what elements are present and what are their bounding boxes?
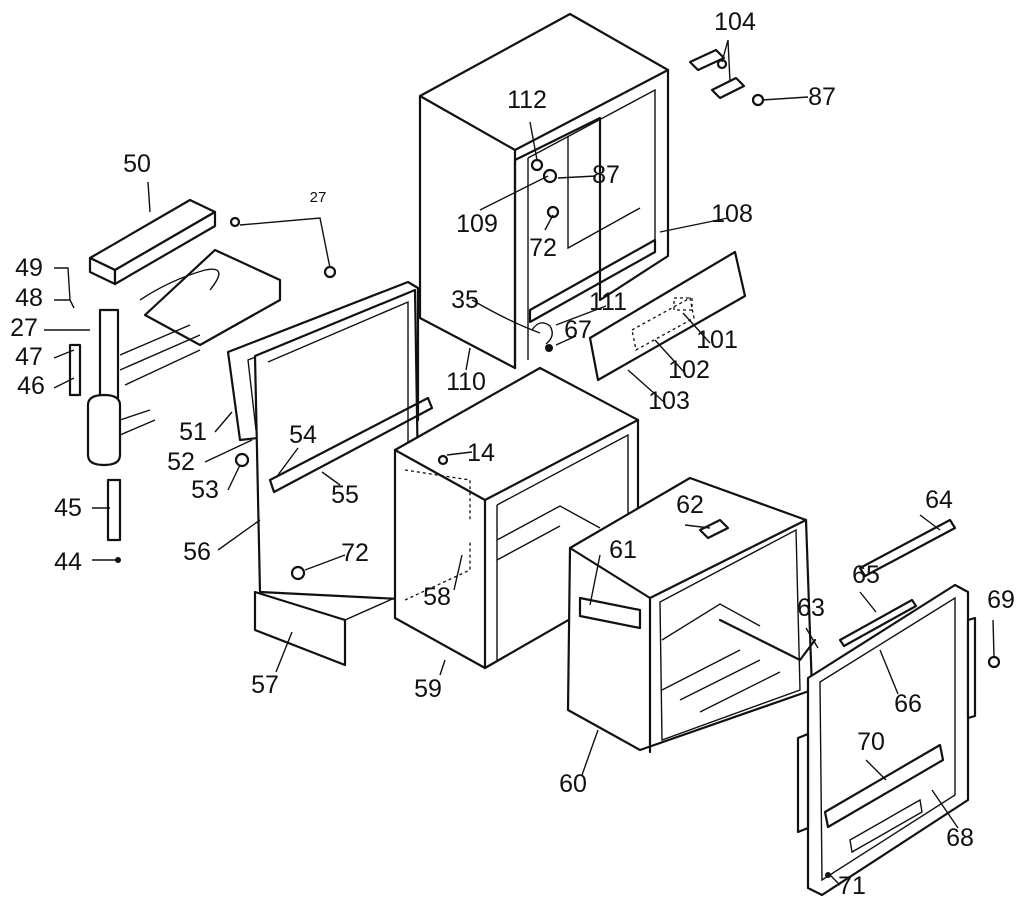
bracket-104 <box>688 48 765 107</box>
part-label-48: 48 <box>15 284 43 312</box>
part-label-68: 68 <box>946 824 974 852</box>
part-label-103: 103 <box>648 387 690 415</box>
part-label-66: 66 <box>894 690 922 718</box>
part-label-64: 64 <box>925 486 953 514</box>
part-label-101: 101 <box>696 326 738 354</box>
part-label-50: 50 <box>123 150 151 178</box>
part-label-57: 57 <box>251 671 279 699</box>
liner-frame-56 <box>226 280 434 667</box>
part-label-72a: 72 <box>529 234 557 262</box>
part-label-87a: 87 <box>808 83 836 111</box>
part-label-59: 59 <box>414 675 442 703</box>
part-label-102: 102 <box>668 356 710 384</box>
part-label-87b: 87 <box>592 161 620 189</box>
part-label-112: 112 <box>507 86 547 114</box>
leader-lines <box>44 39 995 886</box>
part-label-49: 49 <box>15 254 43 282</box>
part-label-69: 69 <box>987 586 1015 614</box>
part-label-58: 58 <box>423 583 451 611</box>
part-label-61: 61 <box>609 536 637 564</box>
part-label-55: 55 <box>331 481 359 509</box>
part-label-54: 54 <box>289 421 317 449</box>
part-label-47: 47 <box>15 343 43 371</box>
part-label-27b: 27 <box>10 314 38 342</box>
cabinet-hardware <box>530 158 560 352</box>
outer-cabinet-110 <box>418 12 670 370</box>
part-label-70: 70 <box>857 728 885 756</box>
part-label-45: 45 <box>54 494 82 522</box>
door-66 <box>796 518 1001 897</box>
part-label-63: 63 <box>797 594 825 622</box>
part-label-46: 46 <box>17 372 45 400</box>
cooling-unit-50 <box>68 198 337 563</box>
part-label-44: 44 <box>54 548 82 576</box>
part-label-53: 53 <box>191 476 219 504</box>
part-label-71: 71 <box>838 872 866 900</box>
part-label-111: 111 <box>589 288 627 316</box>
part-label-67: 67 <box>564 316 592 344</box>
part-label-56: 56 <box>183 538 211 566</box>
part-label-62: 62 <box>676 491 704 519</box>
part-label-52: 52 <box>167 448 195 476</box>
part-label-109: 109 <box>456 210 498 238</box>
inner-box-60 <box>566 476 817 754</box>
part-label-60: 60 <box>559 770 587 798</box>
part-label-51: 51 <box>179 418 207 446</box>
part-label-72b: 72 <box>341 539 369 567</box>
part-label-27a: 27 <box>310 189 327 206</box>
part-label-35: 35 <box>451 286 479 314</box>
part-label-14: 14 <box>467 439 495 467</box>
control-panel-101 <box>588 250 747 382</box>
part-label-65: 65 <box>852 561 880 589</box>
part-label-104a: 104 <box>714 8 756 36</box>
part-label-108: 108 <box>711 200 753 228</box>
part-label-110: 110 <box>446 368 486 396</box>
